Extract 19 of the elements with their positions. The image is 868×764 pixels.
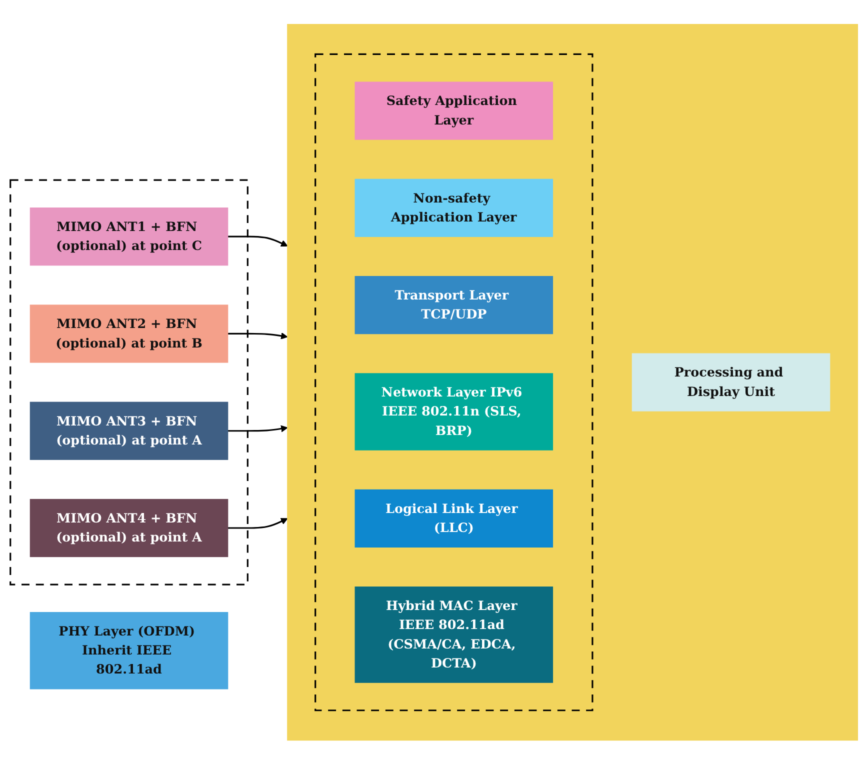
cluster [287, 24, 858, 740]
node-box: MIMO ANT3 + BFN (optional) at point A [30, 402, 228, 460]
arrow [228, 424, 288, 432]
node-box: MIMO ANT1 + BFN (optional) at point C [30, 207, 228, 266]
node-box: MIMO ANT4 + BFN (optional) at point A [30, 498, 228, 557]
node-box: Transport Layer TCP/UDP [354, 276, 554, 334]
cluster [314, 53, 594, 711]
node-box: Non-safety Application Layer [354, 178, 554, 237]
arrow [228, 518, 288, 529]
node-box: MIMO ANT2 + BFN (optional) at point B [30, 304, 228, 362]
node-box: Processing and Display Unit [632, 352, 830, 412]
arrow [228, 332, 288, 340]
node-box: PHY Layer (OFDM) Inherit IEEE 802.11ad [30, 612, 228, 689]
cluster [10, 178, 248, 586]
node-box: Hybrid MAC Layer IEEE 802.11ad (CSMA/CA, EDCA, DCTA) [354, 586, 554, 683]
node-box: Network Layer IPv6 IEEE 802.11n (SLS, BRP) [354, 372, 554, 450]
node-box: Safety Application Layer [354, 81, 554, 140]
node-box: Logical Link Layer (LLC) [354, 489, 554, 548]
arrow [228, 235, 288, 246]
